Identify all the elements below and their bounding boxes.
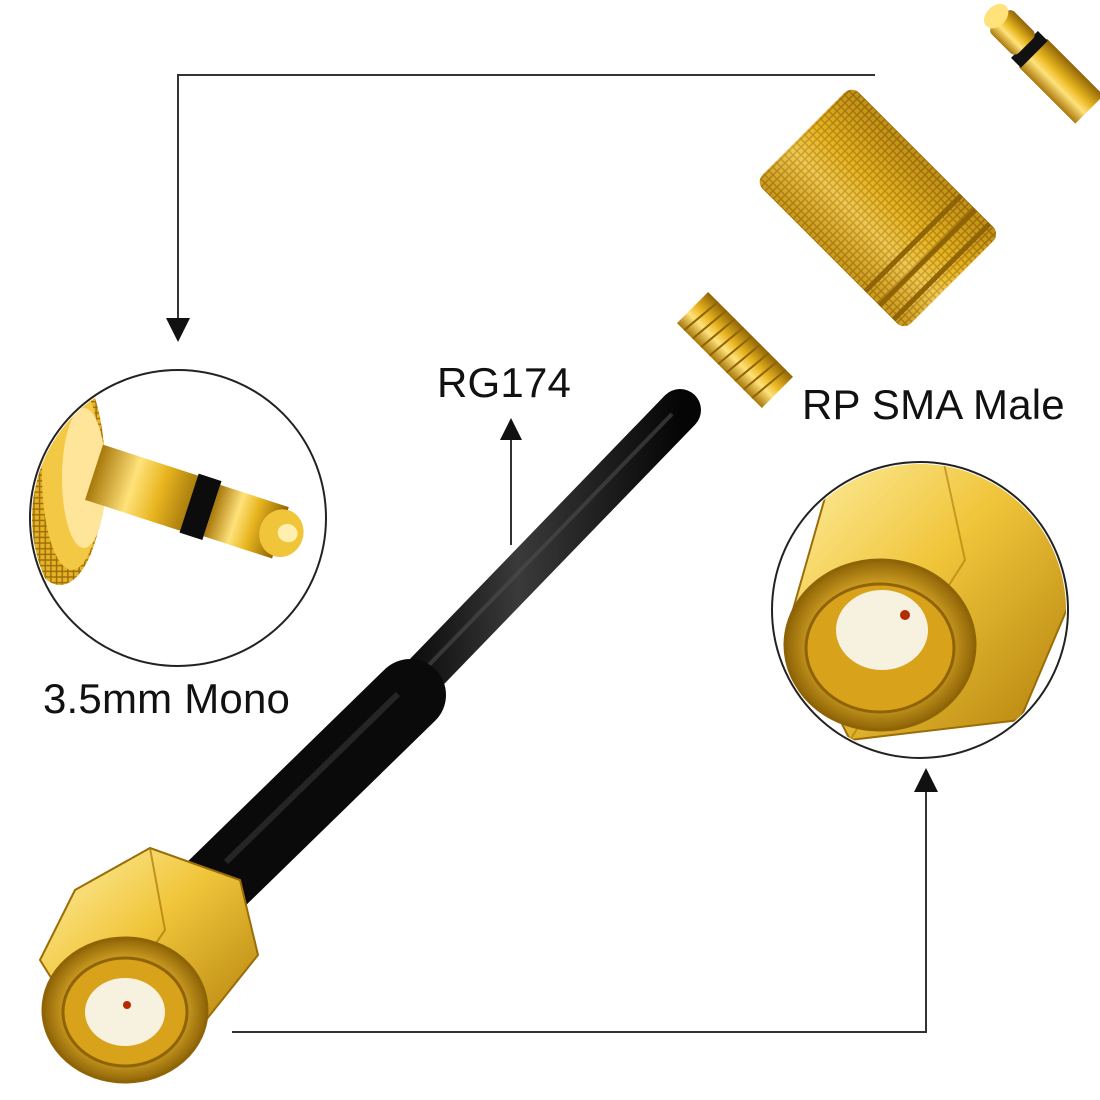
cable-label: RG174 [437,359,572,406]
rp-sma-male-label: RP SMA Male [802,381,1065,428]
callout-line-bottom [232,792,927,1033]
arrow-up-icon [914,768,938,792]
callout-line-top [177,74,875,318]
magnified-jack-detail [29,369,327,667]
cable-rg174 [174,389,701,926]
magnified-sma-detail [771,461,1069,759]
cable-callout-line [500,418,522,545]
arrow-down-icon [166,318,190,342]
jack-plug-icon [677,3,1100,408]
sma-connector-icon [38,846,260,1084]
mono-jack-label: 3.5mm Mono [43,675,291,722]
arrow-up-icon [500,418,522,440]
